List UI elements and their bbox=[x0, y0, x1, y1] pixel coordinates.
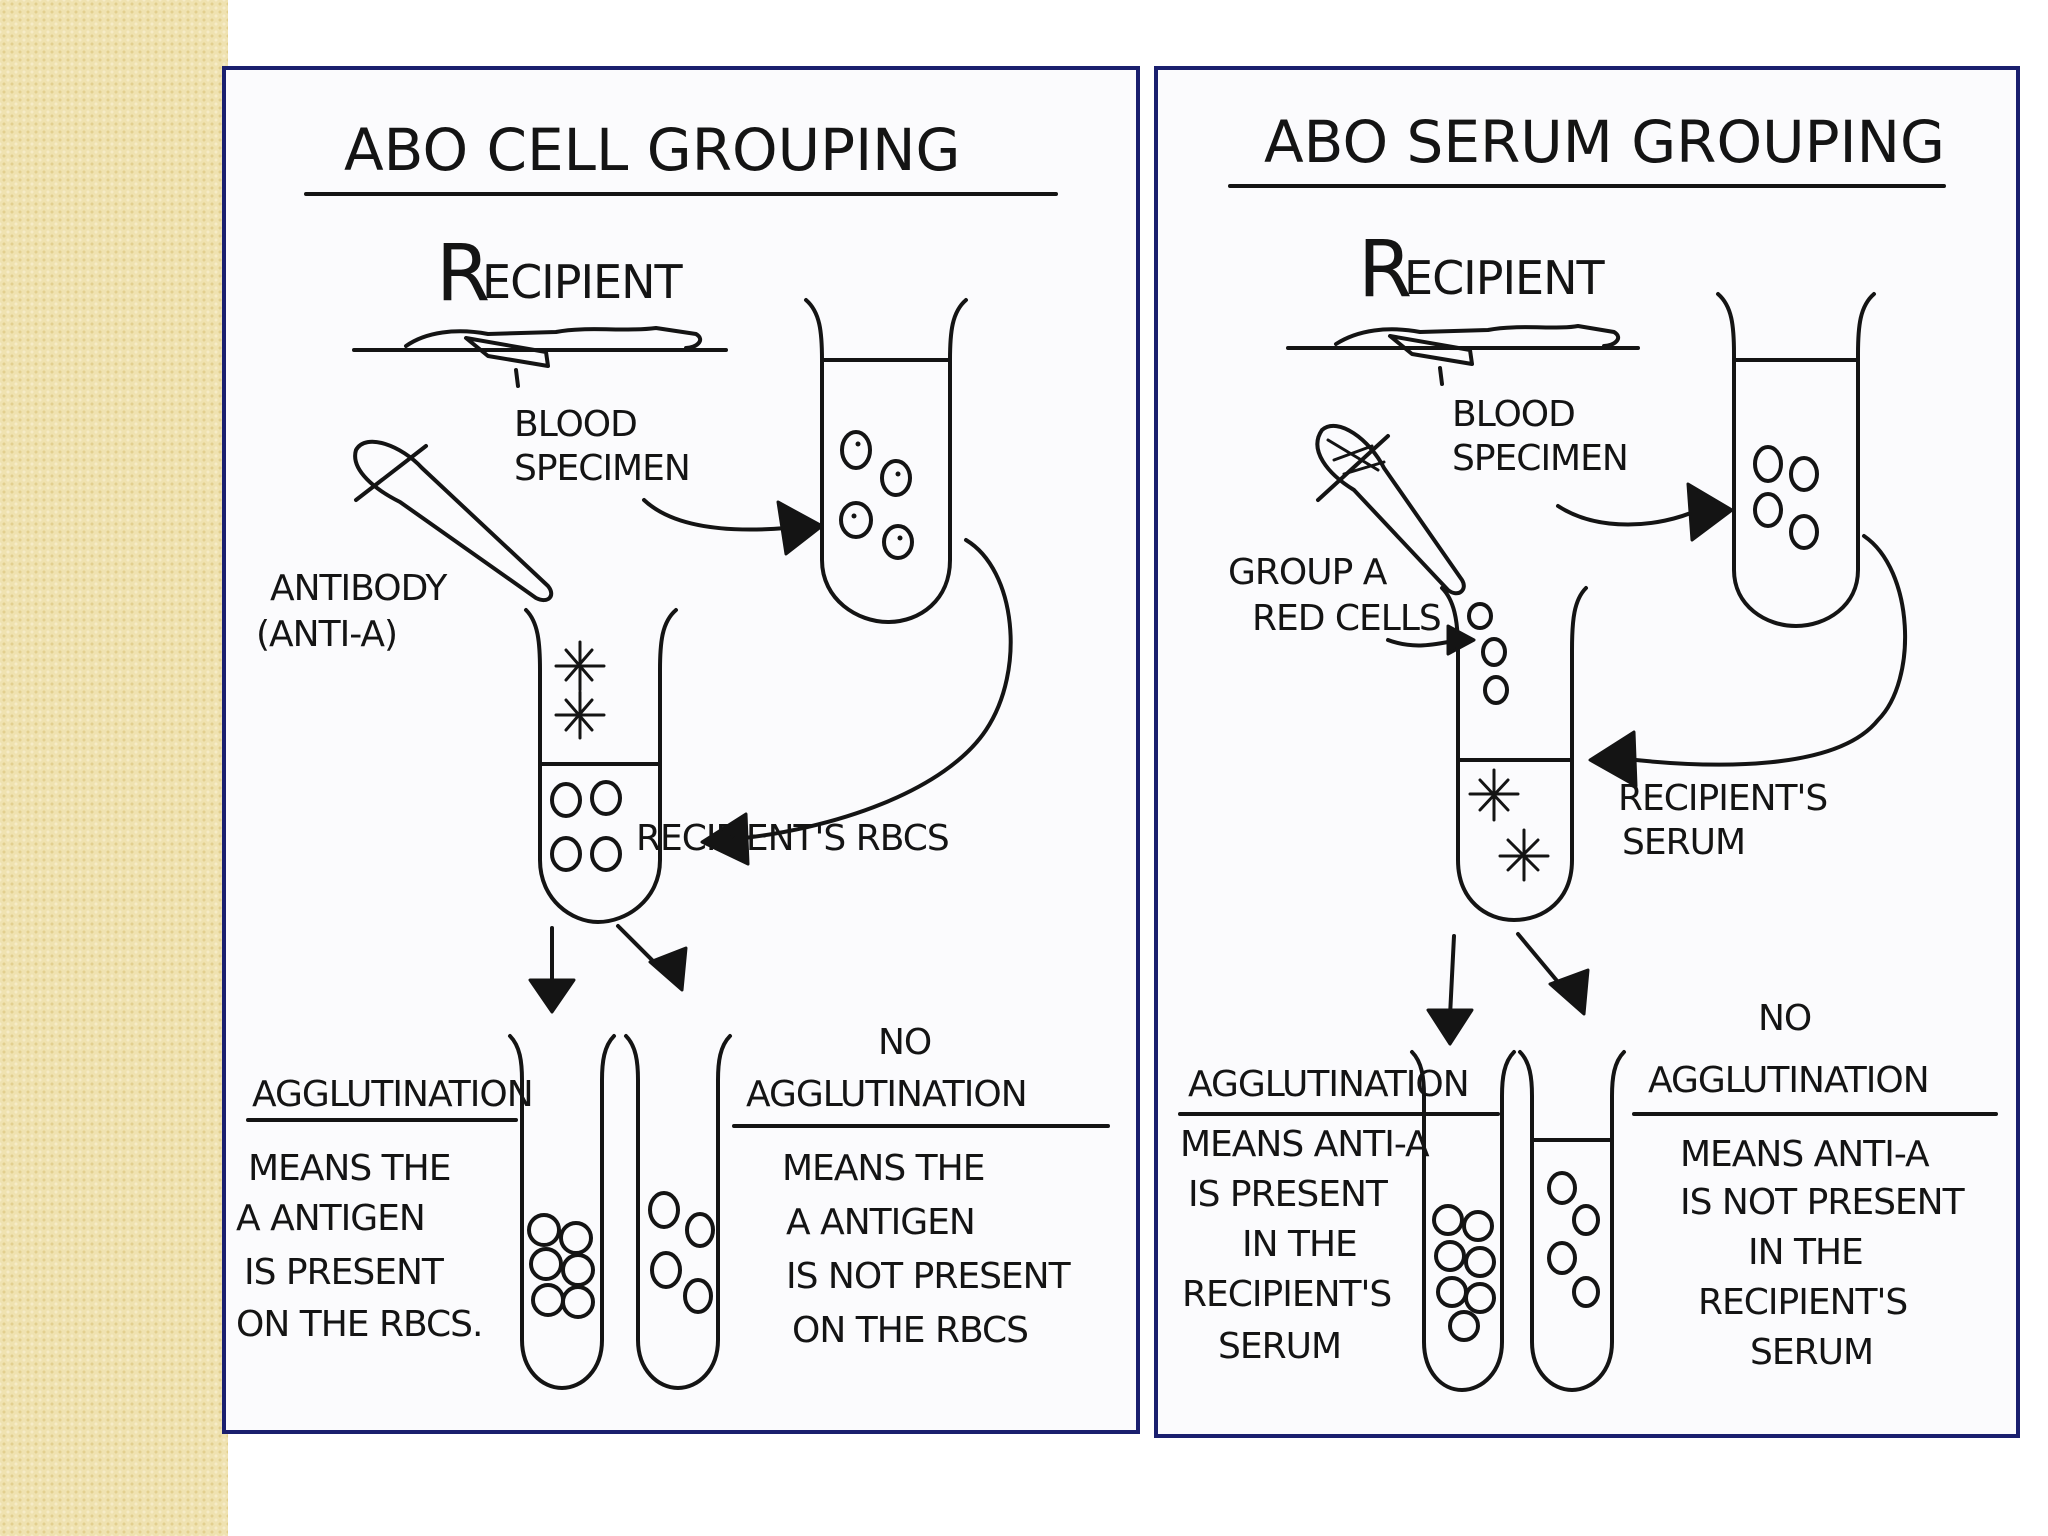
no-agglutination-label: AGGLUTINATION bbox=[1648, 1060, 1929, 1101]
antibody-line1: ANTIBODY bbox=[270, 568, 448, 609]
blood-specimen-line1: BLOOD bbox=[514, 404, 637, 445]
no-agglutination-meaning-line3: IS NOT PRESENT bbox=[786, 1256, 1072, 1297]
no-agglutination-meaning-line2: A ANTIGEN bbox=[786, 1202, 975, 1243]
transfer-arrow bbox=[1588, 534, 1908, 788]
recipient-rbcs-label: RECIPIENT'S RBCS bbox=[636, 818, 949, 859]
recipient-label: ECIPIENT bbox=[482, 255, 684, 309]
recipient-initial: R bbox=[436, 229, 489, 319]
no-agglutination-meaning-line1: MEANS THE bbox=[782, 1148, 984, 1189]
agglutination-meaning-line2: A ANTIGEN bbox=[236, 1198, 425, 1239]
agglutination-meaning-line1: MEANS ANTI-A bbox=[1180, 1124, 1430, 1165]
blood-specimen-line1: BLOOD bbox=[1452, 394, 1575, 435]
agglutination-label: AGGLUTINATION bbox=[252, 1074, 533, 1115]
specimen-arrow bbox=[1556, 482, 1734, 542]
transfer-arrow bbox=[700, 538, 1013, 866]
cell-grouping-drawing: ABO CELL GROUPING R ECIPIENT BLOOD SPECI… bbox=[236, 116, 1110, 1390]
reaction-test-tube bbox=[524, 608, 678, 924]
no-agglutination-meaning-line4: RECIPIENT'S bbox=[1698, 1282, 1907, 1323]
cell-grouping-panel: ABO CELL GROUPING R ECIPIENT BLOOD SPECI… bbox=[222, 66, 1140, 1434]
serum-grouping-drawing: ABO SERUM GROUPING R ECIPIENT BLOOD SPEC… bbox=[1178, 108, 1998, 1392]
decorative-side-strip bbox=[0, 0, 228, 1536]
agglutination-tube bbox=[1410, 1050, 1516, 1392]
no-label: NO bbox=[878, 1022, 931, 1063]
reaction-test-tube bbox=[1440, 586, 1588, 922]
agglutination-tube bbox=[508, 1034, 616, 1390]
result-arrows bbox=[1426, 932, 1590, 1046]
no-agglutination-tube bbox=[624, 1034, 732, 1390]
no-agglutination-meaning-line4: ON THE RBCS bbox=[792, 1310, 1028, 1351]
group-a-line2: RED CELLS bbox=[1252, 598, 1441, 639]
antibody-line2: (ANTI-A) bbox=[256, 614, 397, 655]
agglutination-meaning-line2: IS PRESENT bbox=[1188, 1174, 1389, 1215]
recipient-serum-line2: SERUM bbox=[1622, 822, 1745, 863]
no-agglutination-tube bbox=[1518, 1050, 1626, 1392]
panel-title: ABO CELL GROUPING bbox=[344, 116, 961, 184]
specimen-test-tube bbox=[804, 298, 968, 624]
recipient-figure-icon bbox=[352, 326, 728, 388]
no-agglutination-label: AGGLUTINATION bbox=[746, 1074, 1027, 1115]
blood-specimen-line2: SPECIMEN bbox=[514, 448, 690, 489]
cells-arrow bbox=[1386, 624, 1476, 656]
no-agglutination-meaning-line1: MEANS ANTI-A bbox=[1680, 1134, 1930, 1175]
agglutination-meaning-line4: RECIPIENT'S bbox=[1182, 1274, 1391, 1315]
no-agglutination-meaning-line5: SERUM bbox=[1750, 1332, 1873, 1373]
blood-specimen-line2: SPECIMEN bbox=[1452, 438, 1628, 479]
specimen-test-tube bbox=[1716, 292, 1876, 628]
recipient-serum-line1: RECIPIENT'S bbox=[1618, 778, 1827, 819]
agglutination-meaning-line3: IN THE bbox=[1242, 1224, 1357, 1265]
no-label: NO bbox=[1758, 998, 1811, 1039]
recipient-figure-icon bbox=[1286, 324, 1640, 386]
specimen-arrow bbox=[642, 498, 824, 556]
recipient-initial: R bbox=[1358, 225, 1411, 315]
no-agglutination-meaning-line2: IS NOT PRESENT bbox=[1680, 1182, 1966, 1223]
result-arrows bbox=[528, 924, 688, 1014]
recipient-label: ECIPIENT bbox=[1404, 251, 1606, 305]
agglutination-meaning-line5: SERUM bbox=[1218, 1326, 1341, 1367]
group-a-line1: GROUP A bbox=[1228, 552, 1388, 593]
no-agglutination-meaning-line3: IN THE bbox=[1748, 1232, 1863, 1273]
agglutination-meaning-line3: IS PRESENT bbox=[244, 1252, 445, 1293]
serum-grouping-panel: ABO SERUM GROUPING R ECIPIENT BLOOD SPEC… bbox=[1154, 66, 2020, 1438]
agglutination-meaning-line1: MEANS THE bbox=[248, 1148, 450, 1189]
dropper-icon bbox=[1315, 423, 1466, 596]
dropper-icon bbox=[353, 439, 554, 603]
falling-cell bbox=[1467, 602, 1493, 630]
agglutination-meaning-line4: ON THE RBCS. bbox=[236, 1304, 482, 1345]
panel-title: ABO SERUM GROUPING bbox=[1264, 108, 1945, 176]
agglutination-label: AGGLUTINATION bbox=[1188, 1064, 1469, 1105]
